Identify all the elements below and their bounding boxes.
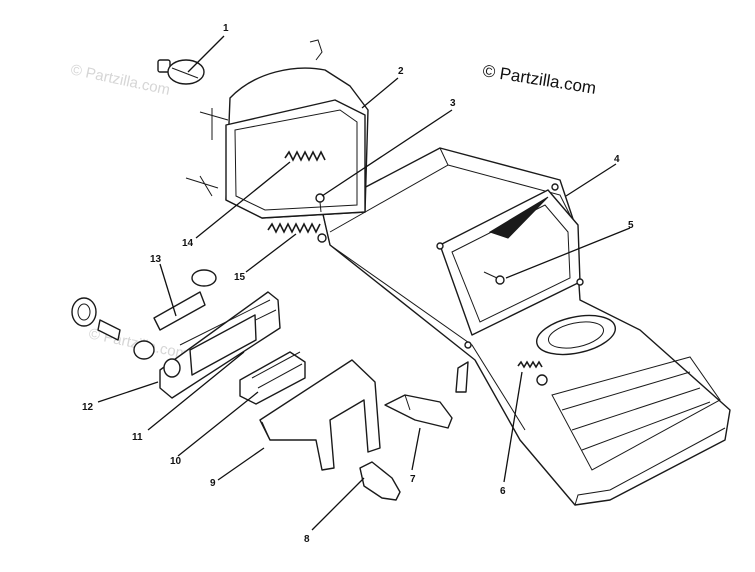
keyswitch-bracket[interactable] <box>153 291 281 399</box>
watermark-top-left: © Partzilla.com <box>69 61 171 99</box>
callout-4: 4 <box>614 154 620 165</box>
switch-block[interactable] <box>239 351 306 405</box>
leader-lines <box>97 35 631 531</box>
callout-10: 10 <box>170 456 182 467</box>
callout-12: 12 <box>82 402 94 413</box>
callout-11: 11 <box>132 432 143 443</box>
ignition-key-set[interactable] <box>71 269 217 360</box>
bulb[interactable] <box>157 59 205 85</box>
callout-7: 7 <box>410 474 416 485</box>
callout-14: 14 <box>182 238 194 249</box>
headlight-housing[interactable] <box>185 39 369 219</box>
spring-upper[interactable] <box>284 150 326 162</box>
callout-2: 2 <box>398 66 404 77</box>
copyright-label: © Partzilla.com <box>481 61 597 98</box>
callout-15: 15 <box>234 272 246 283</box>
screw-5[interactable] <box>483 271 505 285</box>
knob[interactable] <box>359 461 401 501</box>
console-housing[interactable] <box>317 147 731 506</box>
screw-6[interactable] <box>517 360 548 386</box>
spring-lower[interactable] <box>267 222 321 234</box>
callout-9: 9 <box>210 478 216 489</box>
callout-3: 3 <box>450 98 456 109</box>
callout-1: 1 <box>223 23 229 34</box>
callout-labels: 1 2 3 4 5 6 7 8 9 10 11 12 13 14 15 <box>82 23 634 545</box>
callout-5: 5 <box>628 220 634 231</box>
callout-13: 13 <box>150 254 162 265</box>
callout-8: 8 <box>304 534 310 545</box>
callout-6: 6 <box>500 486 506 497</box>
switch-bracket[interactable] <box>259 359 381 471</box>
lever[interactable] <box>384 394 453 429</box>
